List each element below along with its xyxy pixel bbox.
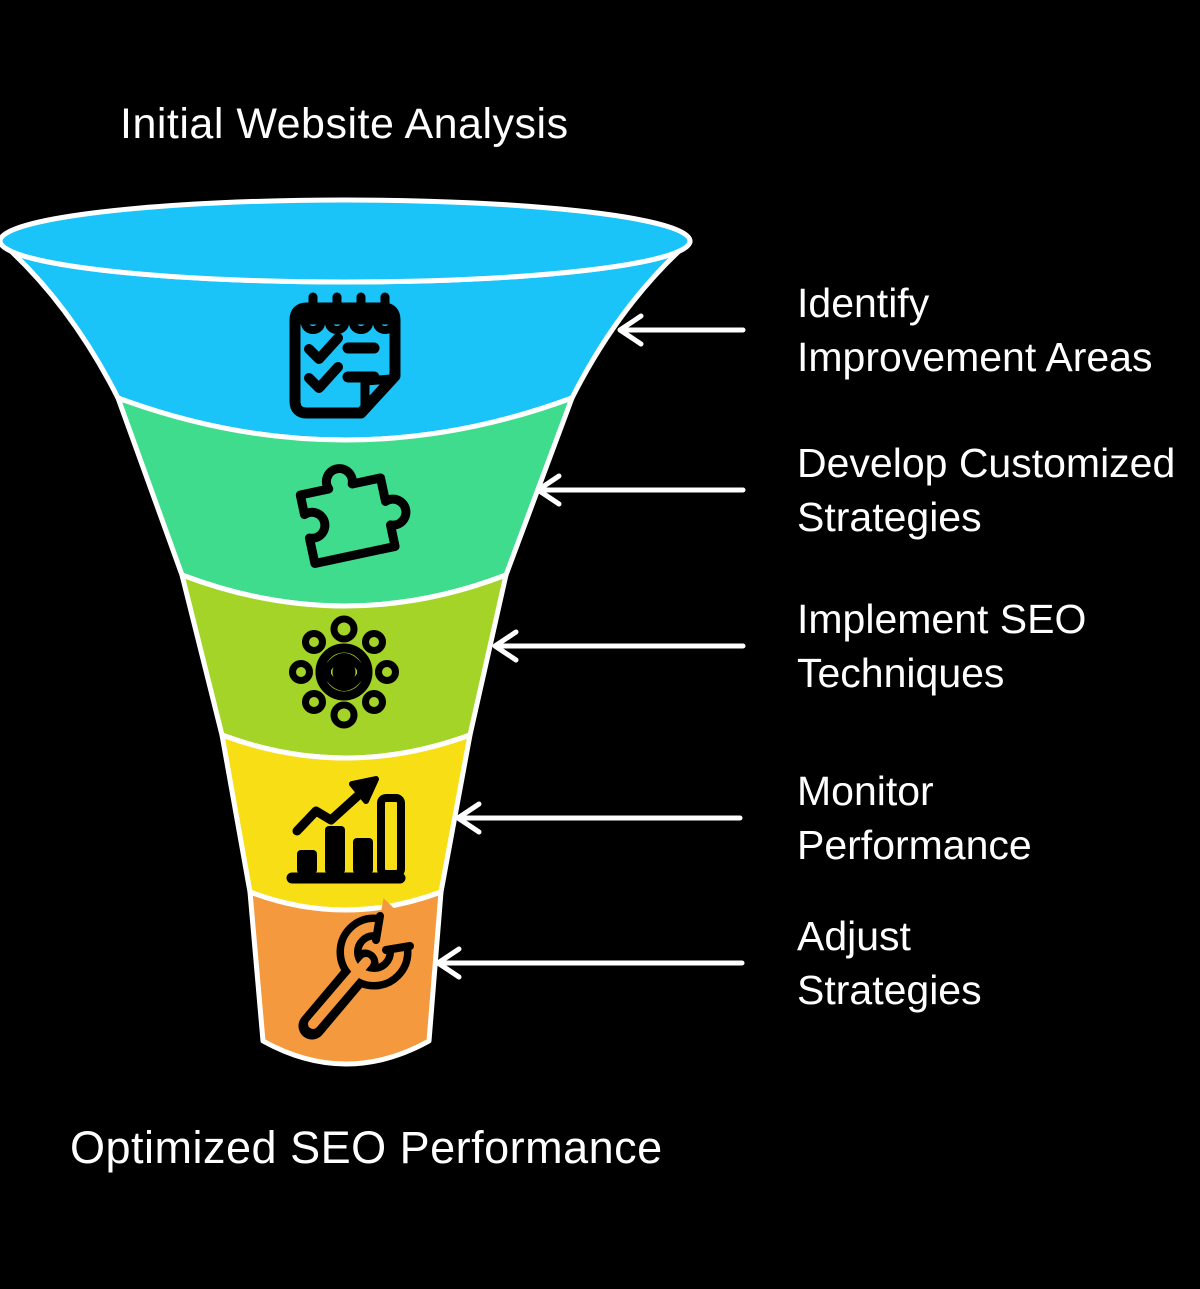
diagram-footer: Optimized SEO Performance (70, 1122, 663, 1173)
stage-label-5: Adjust Strategies (797, 909, 1200, 1017)
stage-label-4-line-2: Performance (797, 822, 1032, 868)
stage-label-5-line-1: Adjust (797, 913, 911, 959)
stage-label-4: Monitor Performance (797, 764, 1200, 872)
funnel-stage-4 (219, 732, 473, 913)
stage-label-3-line-1: Implement SEO (797, 596, 1087, 642)
arrow-stage-1 (617, 313, 746, 347)
stage-label-1: Identify Improvement Areas (797, 276, 1200, 384)
growth-bar-chart-icon (286, 776, 406, 884)
checklist-notepad-icon (289, 292, 401, 419)
wrench-icon (298, 898, 428, 1040)
stage-label-2: Develop Customized Strategies (797, 436, 1200, 544)
arrow-stage-4 (455, 801, 743, 835)
stage-label-3-line-2: Techniques (797, 650, 1005, 696)
arrow-stage-5 (435, 946, 745, 980)
stage-label-1-line-2: Improvement Areas (797, 334, 1153, 380)
arrow-stage-2 (535, 473, 746, 507)
funnel-top-ellipse (0, 197, 693, 285)
stage-label-1-line-1: Identify (797, 280, 930, 326)
arrow-stage-3 (492, 629, 746, 663)
diagram-title: Initial Website Analysis (120, 100, 569, 148)
eye-network-icon (289, 615, 399, 729)
stage-label-2-line-2: Strategies (797, 494, 982, 540)
puzzle-piece-icon (295, 464, 411, 568)
stage-label-2-line-1: Develop Customized (797, 440, 1176, 486)
stage-label-5-line-2: Strategies (797, 967, 982, 1013)
stage-label-3: Implement SEO Techniques (797, 592, 1200, 700)
stage-label-4-line-1: Monitor (797, 768, 934, 814)
